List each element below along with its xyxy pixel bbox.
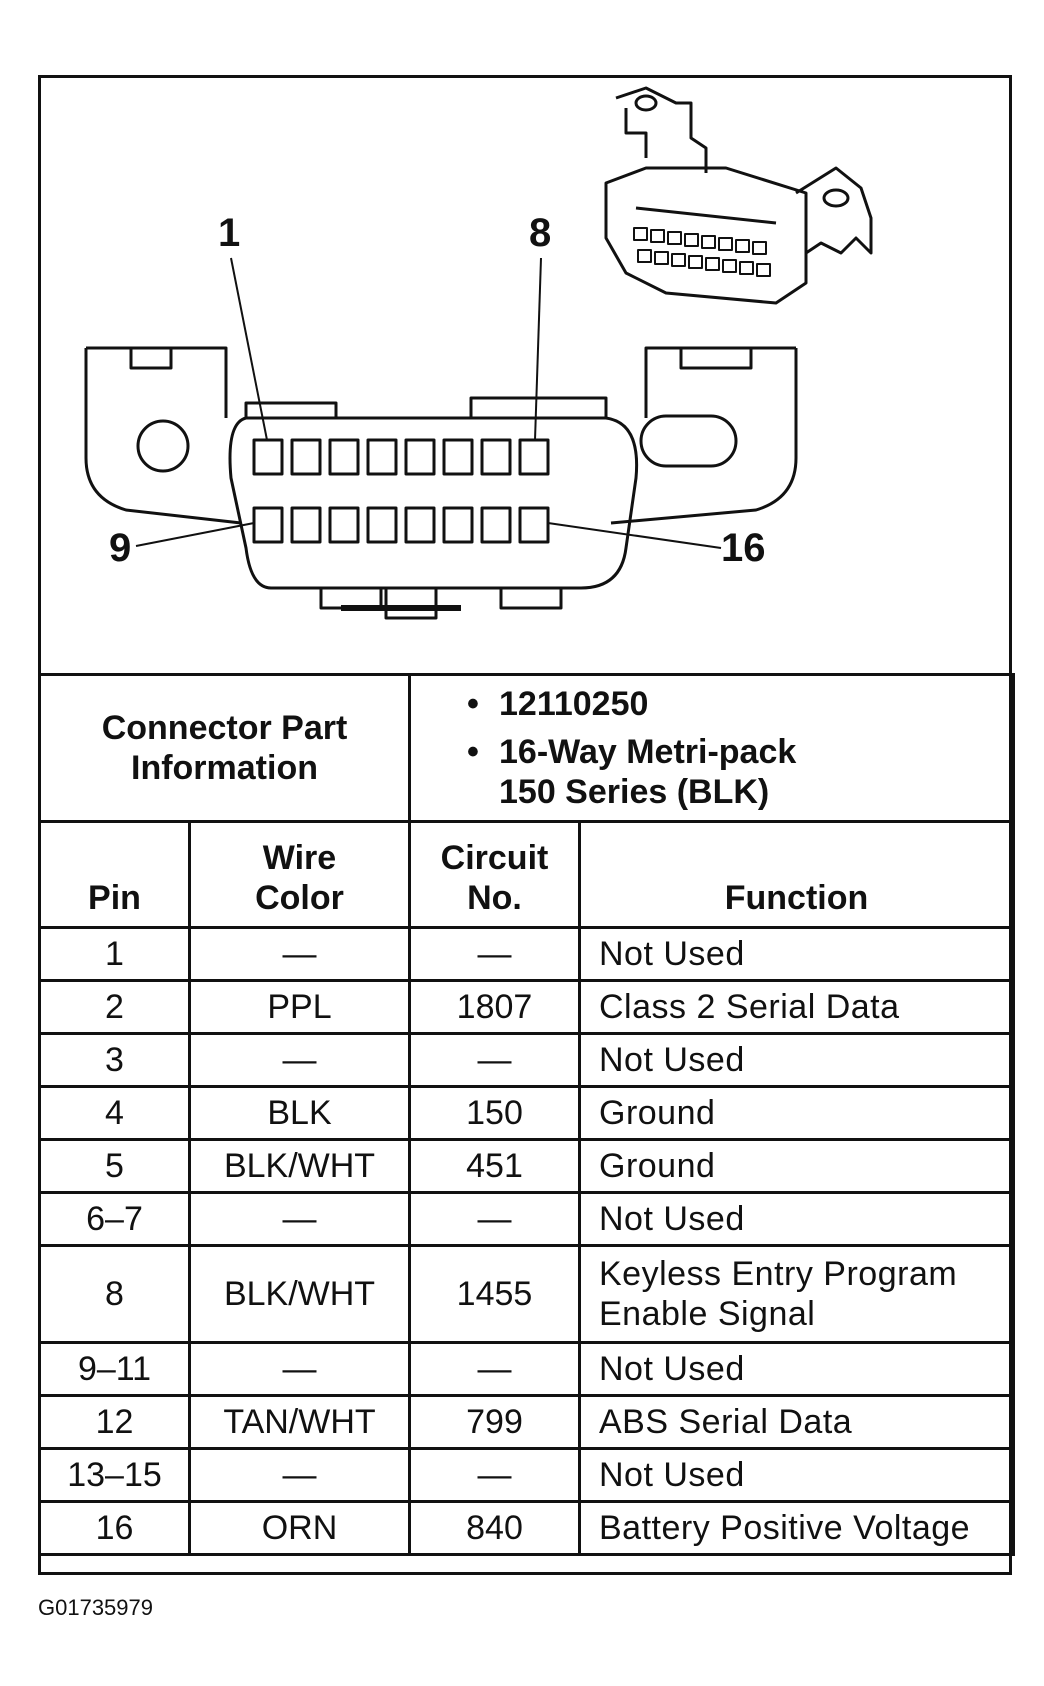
column-header-row: Pin Wire Color Circuit No. Function	[38, 820, 1016, 929]
connector-front-view	[84, 346, 798, 620]
figure-frame: 1 8 9 16 Connector Part Information • 12…	[38, 75, 1016, 1575]
connector-info-label: Connector Part Information	[38, 673, 411, 823]
pin-label-8: 8	[529, 211, 552, 255]
connector-diagram: 1 8 9 16	[41, 78, 1009, 673]
connector-info-row: Connector Part Information • 12110250 • …	[38, 673, 1016, 823]
col-header-function: Function	[577, 820, 1016, 929]
connector-drawing	[84, 86, 873, 620]
table-row: 9–11 — — Not Used	[38, 1341, 1016, 1397]
pin-row-bottom	[252, 506, 550, 544]
table-row: 4 BLK 150 Ground	[38, 1085, 1016, 1141]
table-row: 2 PPL 1807 Class 2 Serial Data	[38, 979, 1016, 1035]
table-row: 5 BLK/WHT 451 Ground	[38, 1138, 1016, 1194]
table-row: 3 — — Not Used	[38, 1032, 1016, 1088]
part-number: 12110250	[499, 685, 649, 723]
col-header-circuit: Circuit No.	[408, 820, 581, 929]
pin-label-9: 9	[109, 526, 132, 570]
col-header-pin: Pin	[38, 820, 191, 929]
table-row: 1 — — Not Used	[38, 926, 1016, 982]
pin-row-top	[252, 438, 550, 476]
leader-lines	[135, 257, 722, 549]
table-row: 12 TAN/WHT 799 ABS Serial Data	[38, 1394, 1016, 1450]
connector-3d-view	[604, 86, 873, 305]
figure-id: G01735979	[38, 1595, 153, 1620]
table-row: 13–15 — — Not Used	[38, 1447, 1016, 1503]
table-row: 16 ORN 840 Battery Positive Voltage	[38, 1500, 1016, 1556]
pinout-table: Connector Part Information • 12110250 • …	[38, 673, 1016, 1556]
connector-info-values: • 12110250 • 16-Way Metri-pack 150 Serie…	[407, 673, 1016, 823]
table-row: 8 BLK/WHT 1455 Keyless Entry Program Ena…	[38, 1244, 1016, 1344]
pin-label-16: 16	[721, 526, 766, 570]
connector-description: 16-Way Metri-pack 150 Series (BLK)	[499, 733, 797, 811]
pin-label-1: 1	[218, 211, 241, 255]
col-header-wire-color: Wire Color	[188, 820, 411, 929]
table-row: 6–7 — — Not Used	[38, 1191, 1016, 1247]
